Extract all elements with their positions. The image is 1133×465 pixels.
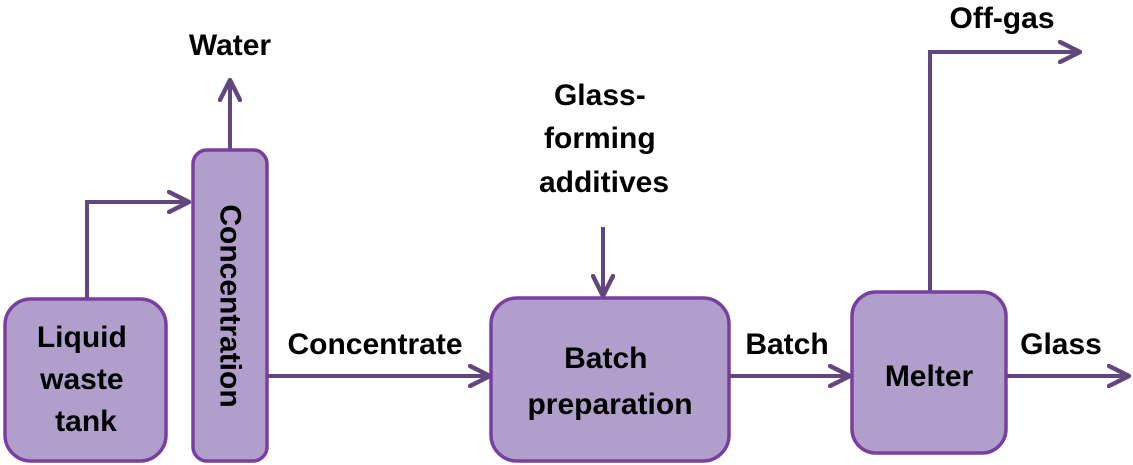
batch-preparation-line: Batch xyxy=(564,342,647,375)
melter-box xyxy=(850,290,1008,455)
batch-preparation-label: Batch preparation xyxy=(527,342,692,421)
glass-forming-additives-line: Glass- xyxy=(554,79,646,112)
glass-forming-additives-line: forming xyxy=(544,122,656,155)
tank-to-concentration-arrow xyxy=(85,202,189,300)
liquid-waste-tank-box xyxy=(3,297,168,463)
concentrate-label: Concentrate xyxy=(287,328,462,361)
liquid-waste-tank-label: Liquid waste tank xyxy=(37,321,135,438)
off-gas-label: Off-gas xyxy=(950,2,1055,35)
concentration-box xyxy=(191,148,269,463)
batch-preparation-line: preparation xyxy=(527,388,692,421)
batch-preparation-box xyxy=(489,296,731,463)
liquid-waste-tank-line: tank xyxy=(55,405,117,438)
melter-label: Melter xyxy=(885,360,974,393)
glass-label: Glass xyxy=(1020,328,1102,361)
glass-forming-additives-label: Glass- forming additives xyxy=(539,79,669,199)
off-gas-arrow xyxy=(928,52,1080,292)
concentration-label: Concentration xyxy=(214,204,247,407)
batch-label: Batch xyxy=(745,328,828,361)
glass-forming-additives-line: additives xyxy=(539,166,669,199)
water-label: Water xyxy=(189,29,272,62)
liquid-waste-tank-line: Liquid xyxy=(37,321,127,354)
liquid-waste-tank-line: waste xyxy=(39,363,123,396)
